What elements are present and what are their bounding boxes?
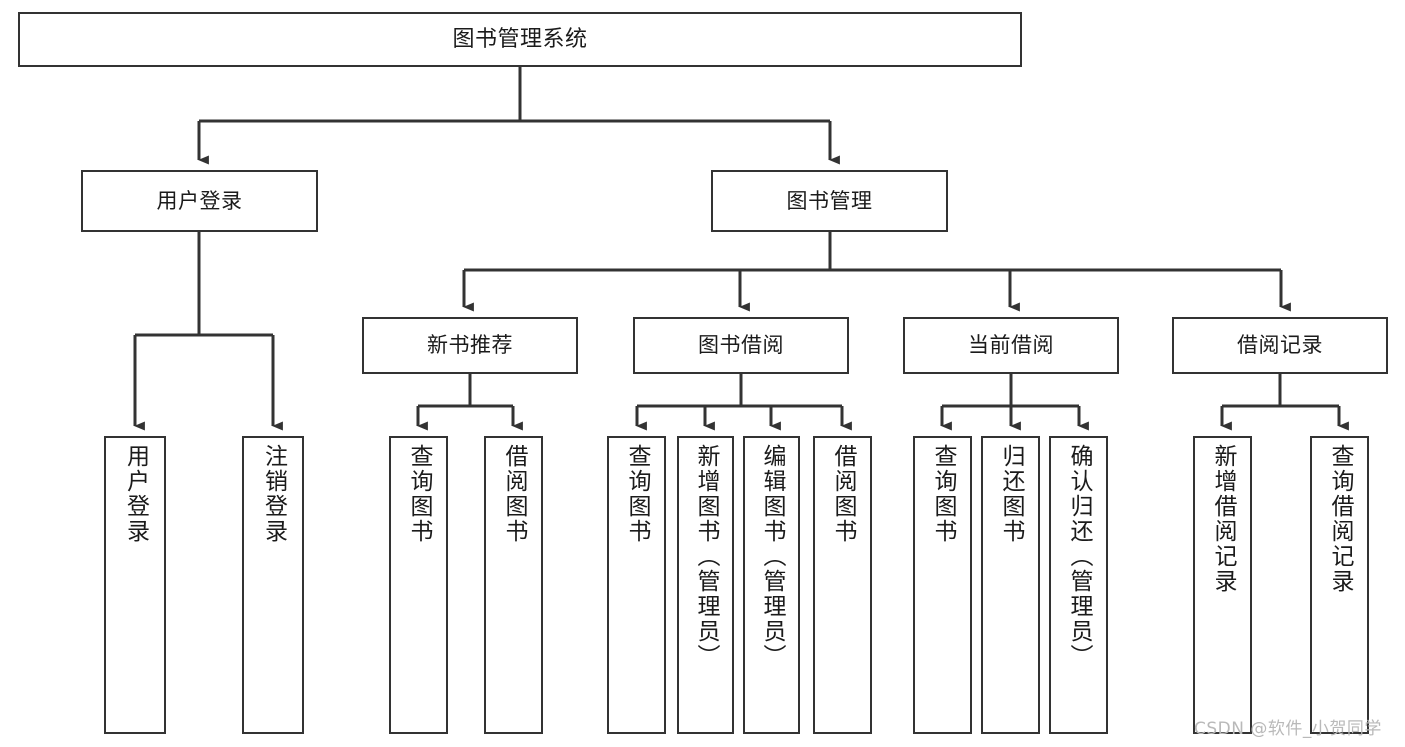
leaf-borrow-borrow-book-label: 借阅图书 <box>830 444 856 544</box>
node-user-login[interactable]: 用户登录 <box>81 170 318 232</box>
leaf-records-add-label: 新增借阅记录 <box>1210 444 1236 594</box>
leaf-borrow-add-book-label: 新增图书（管理员） <box>693 444 719 669</box>
leaf-new-books-query-label: 查询图书 <box>406 444 432 544</box>
leaf-borrow-edit-book-label: 编辑图书（管理员） <box>759 444 785 669</box>
node-book-borrow-label: 图书借阅 <box>698 333 784 358</box>
node-borrow-records-label: 借阅记录 <box>1237 333 1323 358</box>
leaf-user-login-signin-label: 用户登录 <box>122 444 149 544</box>
leaf-new-books-query[interactable]: 查询图书 <box>389 436 448 734</box>
leaf-records-query-label: 查询借阅记录 <box>1327 444 1353 594</box>
leaf-borrow-query[interactable]: 查询图书 <box>607 436 666 734</box>
leaf-user-login-signout[interactable]: 注销登录 <box>242 436 304 734</box>
node-user-login-label: 用户登录 <box>156 188 243 213</box>
node-root[interactable]: 图书管理系统 <box>18 12 1022 67</box>
watermark: CSDN @软件_小贺同学 <box>1194 719 1382 739</box>
leaf-current-query-label: 查询图书 <box>930 444 956 544</box>
leaf-records-query[interactable]: 查询借阅记录 <box>1310 436 1369 734</box>
node-root-label: 图书管理系统 <box>452 26 588 52</box>
node-current-borrow[interactable]: 当前借阅 <box>903 317 1119 374</box>
node-new-book-recommend[interactable]: 新书推荐 <box>362 317 578 374</box>
node-book-management[interactable]: 图书管理 <box>711 170 948 232</box>
leaf-current-confirm-return-label: 确认归还（管理员） <box>1066 444 1092 669</box>
leaf-borrow-query-label: 查询图书 <box>624 444 650 544</box>
leaf-borrow-borrow-book[interactable]: 借阅图书 <box>813 436 872 734</box>
leaf-records-add[interactable]: 新增借阅记录 <box>1193 436 1252 734</box>
leaf-current-return-label: 归还图书 <box>998 444 1024 544</box>
leaf-new-books-borrow[interactable]: 借阅图书 <box>484 436 543 734</box>
leaf-borrow-edit-book[interactable]: 编辑图书（管理员） <box>743 436 800 734</box>
node-book-management-label: 图书管理 <box>786 188 873 213</box>
leaf-user-login-signin[interactable]: 用户登录 <box>104 436 166 734</box>
leaf-new-books-borrow-label: 借阅图书 <box>501 444 527 544</box>
leaf-current-query[interactable]: 查询图书 <box>913 436 972 734</box>
node-book-borrow[interactable]: 图书借阅 <box>633 317 849 374</box>
leaf-current-confirm-return[interactable]: 确认归还（管理员） <box>1049 436 1108 734</box>
leaf-borrow-add-book[interactable]: 新增图书（管理员） <box>677 436 734 734</box>
node-current-borrow-label: 当前借阅 <box>968 333 1054 358</box>
node-borrow-records[interactable]: 借阅记录 <box>1172 317 1388 374</box>
leaf-user-login-signout-label: 注销登录 <box>260 444 287 544</box>
node-new-book-recommend-label: 新书推荐 <box>427 333 513 358</box>
leaf-current-return[interactable]: 归还图书 <box>981 436 1040 734</box>
